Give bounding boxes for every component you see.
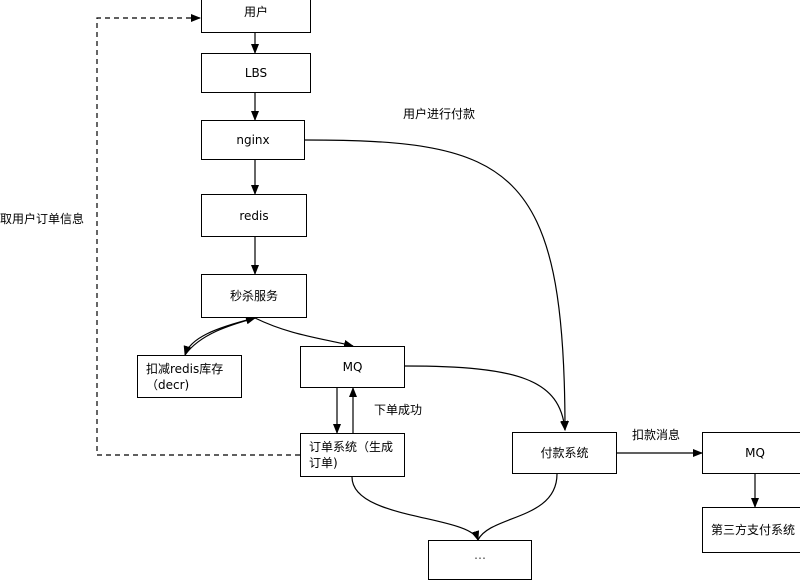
connector-layer <box>96 14 759 541</box>
edge-seckill-to-deduct <box>183 317 256 356</box>
node-redis-label: redis <box>239 208 269 223</box>
node-deduct-redis-stock-label: 扣减redis库存（decr) <box>146 361 224 392</box>
edge-label-order-success: 下单成功 <box>374 403 423 417</box>
node-order-system: 订单系统（生成订单) <box>300 433 405 477</box>
edge-label-user-pay: 用户进行付款 <box>403 107 476 121</box>
edge-mq1-to-payment <box>404 365 569 431</box>
edge-label-deduct-message: 扣款消息 <box>632 428 681 442</box>
node-nginx-label: nginx <box>236 133 270 147</box>
node-nginx: nginx <box>201 120 305 160</box>
node-payment-system: 付款系统 <box>512 432 617 474</box>
node-bottom-partial: … <box>428 540 532 580</box>
node-third-party-payment: 第三方支付系统 <box>702 507 800 553</box>
node-user: 用户 <box>201 0 311 33</box>
node-payment-system-label: 付款系统 <box>540 446 589 460</box>
node-mq-2: MQ <box>702 432 800 474</box>
node-bottom-partial-label: … <box>474 548 486 562</box>
node-mq-1: MQ <box>300 346 405 388</box>
node-seckill-service-label: 秒杀服务 <box>229 289 278 303</box>
node-deduct-redis-stock: 扣减redis库存（decr) <box>137 355 242 398</box>
edge-nginx-to-payment <box>304 139 569 431</box>
node-mq-1-label: MQ <box>342 360 363 374</box>
edge-order-to-bottom <box>351 476 480 541</box>
node-lbs: LBS <box>201 53 311 93</box>
edge-deduct-to-seckill <box>184 316 256 356</box>
node-mq-2-label: MQ <box>745 446 765 460</box>
edge-order-to-user-dashed <box>96 14 300 456</box>
edge-seckill-to-mq1 <box>254 317 354 348</box>
node-order-system-label: 订单系统（生成订单) <box>309 440 394 470</box>
node-lbs-label: LBS <box>244 66 268 80</box>
edge-label-user-order-info: 获取用户订单信息 <box>0 212 85 226</box>
node-third-party-payment-label: 第三方支付系统 <box>711 523 796 537</box>
node-seckill-service: 秒杀服务 <box>201 274 307 318</box>
edge-payment-to-bottom <box>477 473 558 541</box>
node-user-label: 用户 <box>243 4 268 19</box>
node-redis: redis <box>201 194 307 237</box>
